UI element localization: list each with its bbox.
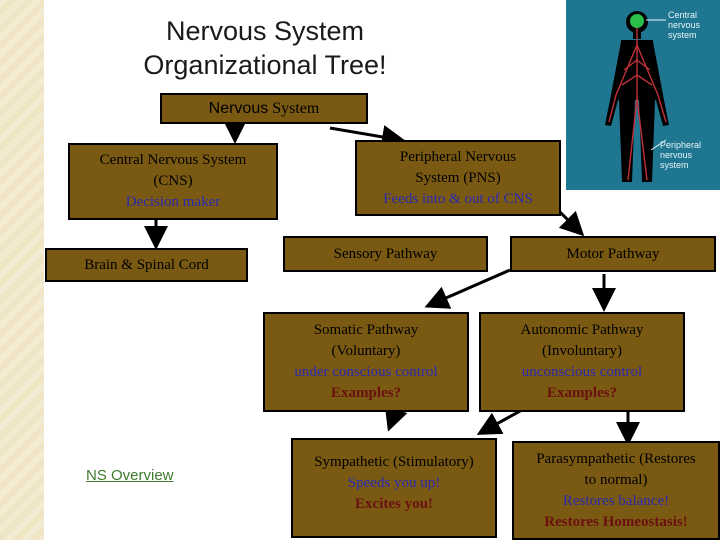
page-title: Nervous System Organizational Tree! [120, 14, 410, 82]
node-autonomic-pathway: Autonomic Pathway (Involuntary) unconsci… [479, 312, 685, 412]
node-sensory-pathway: Sensory Pathway [283, 236, 488, 272]
title-line-2: Organizational Tree! [143, 50, 387, 80]
node-parasympathetic-line-4: Restores Homeostasis! [544, 513, 688, 530]
node-sympathetic-line-3: Excites you! [355, 496, 433, 512]
node-pns: Peripheral Nervous System (PNS) Feeds in… [355, 140, 561, 216]
node-parasympathetic-line-2: to normal) [584, 471, 648, 488]
node-somatic-line-1: Somatic Pathway [313, 322, 419, 338]
node-parasympathetic-line-3: Restores balance! [562, 492, 670, 509]
node-motor-label: Motor Pathway [566, 245, 660, 262]
node-sympathetic-line-2: Speeds you up! [347, 475, 441, 491]
ns-overview-link[interactable]: NS Overview [86, 467, 174, 484]
arrow-sensory-to-somatic [424, 268, 511, 309]
node-sensory-label: Sensory Pathway [333, 245, 438, 262]
node-root-word-1: Nervous [208, 100, 269, 117]
title-line-1: Nervous System [165, 16, 365, 46]
pns-label-line-3: system [660, 160, 689, 170]
cns-label-line-3: system [668, 30, 697, 40]
node-parasympathetic-line-1: Parasympathetic (Restores [536, 450, 696, 467]
node-pns-line-2: System (PNS) [415, 169, 501, 186]
pns-label-line-1: Peripheral [660, 140, 702, 150]
node-sympathetic: Sympathetic (Stimulatory) Speeds you up!… [291, 438, 497, 538]
node-cns-line-2: (CNS) [153, 173, 193, 189]
node-cns-line-3: Decision maker [125, 194, 221, 210]
node-somatic-line-3: under conscious control [294, 364, 438, 380]
pns-figure-label: Peripheral nervous system [660, 140, 701, 170]
arrow-somatic-to-sympathetic [384, 405, 408, 432]
decorative-side-strip [0, 0, 44, 540]
cns-label-line-2: nervous [668, 20, 701, 30]
node-sympathetic-line-1: Sympathetic (Stimulatory) [314, 454, 474, 470]
node-autonomic-line-4: Examples? [546, 385, 617, 401]
node-cns: Central Nervous System (CNS) Decision ma… [68, 143, 278, 220]
node-root-word-2: System [268, 100, 320, 117]
node-autonomic-line-3: unconscious control [521, 364, 643, 380]
node-somatic-line-2: (Voluntary) [331, 343, 401, 359]
human-figure-illustration [605, 11, 669, 182]
arrow-root-to-pns [329, 125, 406, 149]
node-somatic-pathway: Somatic Pathway (Voluntary) under consci… [263, 312, 469, 412]
nervous-system-figure: Central nervous system Peripheral nervou… [566, 0, 720, 190]
pns-label-line-2: nervous [660, 150, 693, 160]
cns-label-line-1: Central [668, 10, 698, 20]
node-nervous-system: Nervous System [160, 93, 368, 124]
node-somatic-line-4: Examples? [330, 385, 401, 401]
cns-figure-label: Central nervous system [668, 10, 700, 40]
node-autonomic-line-2: (Involuntary) [542, 343, 622, 359]
node-brain-label: Brain & Spinal Cord [84, 256, 209, 273]
node-autonomic-line-1: Autonomic Pathway [520, 322, 644, 338]
node-brain-spinal-cord: Brain & Spinal Cord [45, 248, 248, 282]
node-pns-line-1: Peripheral Nervous [399, 148, 517, 165]
node-pns-line-3: Feeds into & out of CNS [383, 190, 533, 207]
node-cns-line-1: Central Nervous System [99, 152, 247, 168]
node-parasympathetic: Parasympathetic (Restores to normal) Res… [512, 441, 720, 540]
node-motor-pathway: Motor Pathway [510, 236, 716, 272]
